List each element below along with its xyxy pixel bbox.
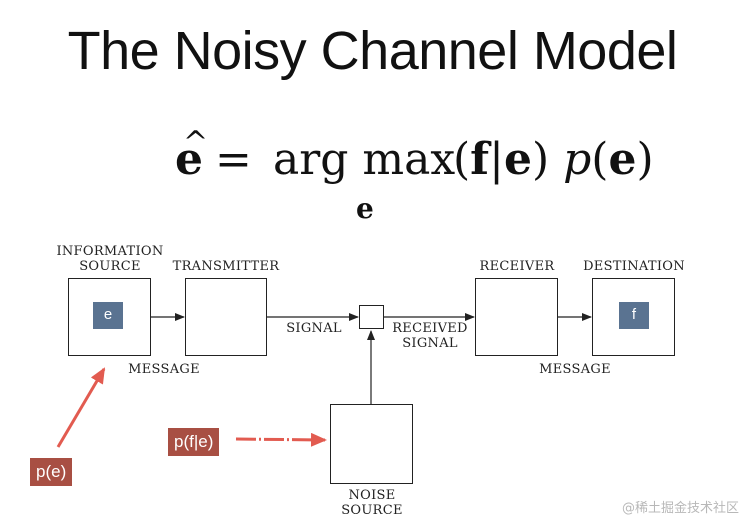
- formula-ehat: e ^: [175, 128, 208, 182]
- received-signal-line1: RECEIVED: [392, 321, 468, 336]
- formula-rhs: (f|e) p(e): [453, 138, 654, 182]
- noise-source-line1: NOISE: [348, 488, 396, 503]
- arrow-channel-to-noise: [235, 432, 327, 447]
- formula-paren-close: ): [531, 134, 550, 185]
- source-chip: e: [93, 302, 123, 329]
- destination-chip: f: [619, 302, 649, 329]
- formula-subscript: e: [356, 192, 374, 225]
- transmitter-box: [185, 278, 267, 356]
- formula-p-e: e: [608, 134, 637, 185]
- formula-e: e: [503, 134, 532, 185]
- transmitter-label: TRANSMITTER: [172, 259, 280, 274]
- destination-label: DESTINATION: [583, 259, 685, 274]
- receiver-label: RECEIVER: [479, 259, 555, 274]
- formula-p-open: (: [591, 134, 609, 185]
- signal-label: SIGNAL: [286, 321, 342, 336]
- info-source-line2: SOURCE: [79, 259, 141, 274]
- mixer-box: [359, 305, 384, 329]
- info-source-label: INFORMATION SOURCE: [46, 244, 174, 274]
- channel-annotation: p(f|e): [168, 428, 220, 456]
- formula-hat: ^: [183, 125, 209, 160]
- formula-p: p: [563, 134, 592, 185]
- receiver-box: [475, 278, 558, 356]
- info-source-line1: INFORMATION: [56, 244, 164, 259]
- watermark: @稀土掘金技术社区: [621, 501, 739, 516]
- received-signal-line2: SIGNAL: [402, 336, 458, 351]
- message-left-label: MESSAGE: [128, 362, 200, 377]
- noisy-channel-formula: e ^ = arg max e (f|e) p(e): [175, 128, 695, 228]
- arrow-prior-to-source: [56, 367, 106, 448]
- noise-source-label: NOISE SOURCE: [326, 488, 418, 518]
- formula-argmax: arg max: [273, 134, 456, 185]
- formula-equals: =: [215, 134, 252, 185]
- received-signal-label: RECEIVED SIGNAL: [387, 321, 473, 351]
- page-title: The Noisy Channel Model: [67, 21, 678, 81]
- formula-f: f: [470, 134, 490, 185]
- formula-bar: |: [489, 134, 504, 185]
- formula-p-close: ): [636, 134, 654, 185]
- formula-lhs: e: [175, 134, 203, 185]
- noise-source-box: [330, 404, 413, 484]
- information-source-box: [68, 278, 151, 356]
- formula-paren-open: (: [453, 134, 471, 185]
- noise-source-line2: SOURCE: [341, 503, 403, 518]
- prior-annotation: p(e): [30, 458, 73, 486]
- message-right-label: MESSAGE: [539, 362, 611, 377]
